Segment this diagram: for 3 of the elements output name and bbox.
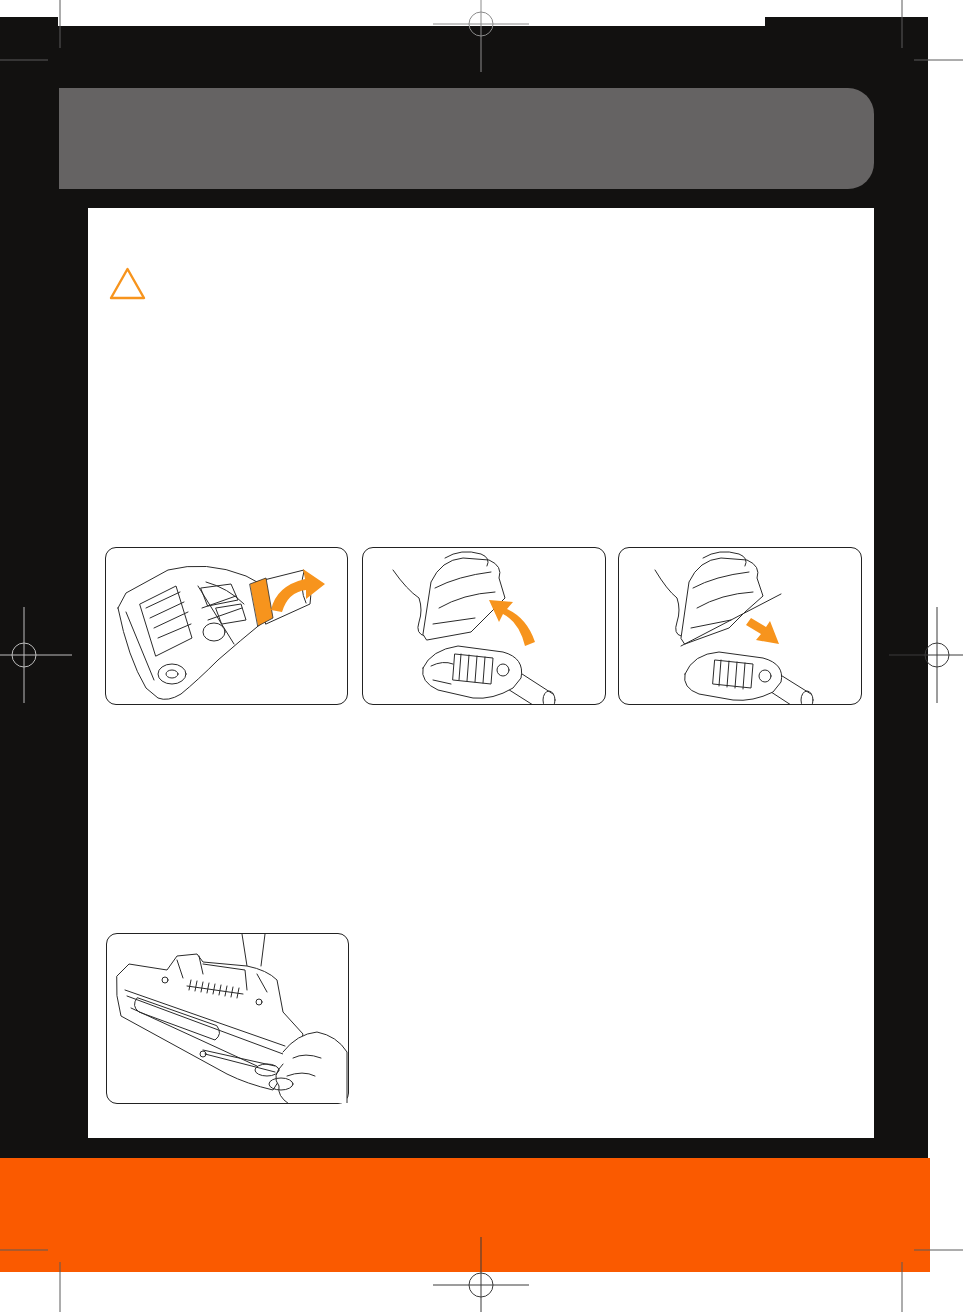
- illustration-panel: [618, 547, 862, 705]
- illustration-panel: [362, 547, 606, 705]
- illustration-panel: [105, 547, 348, 705]
